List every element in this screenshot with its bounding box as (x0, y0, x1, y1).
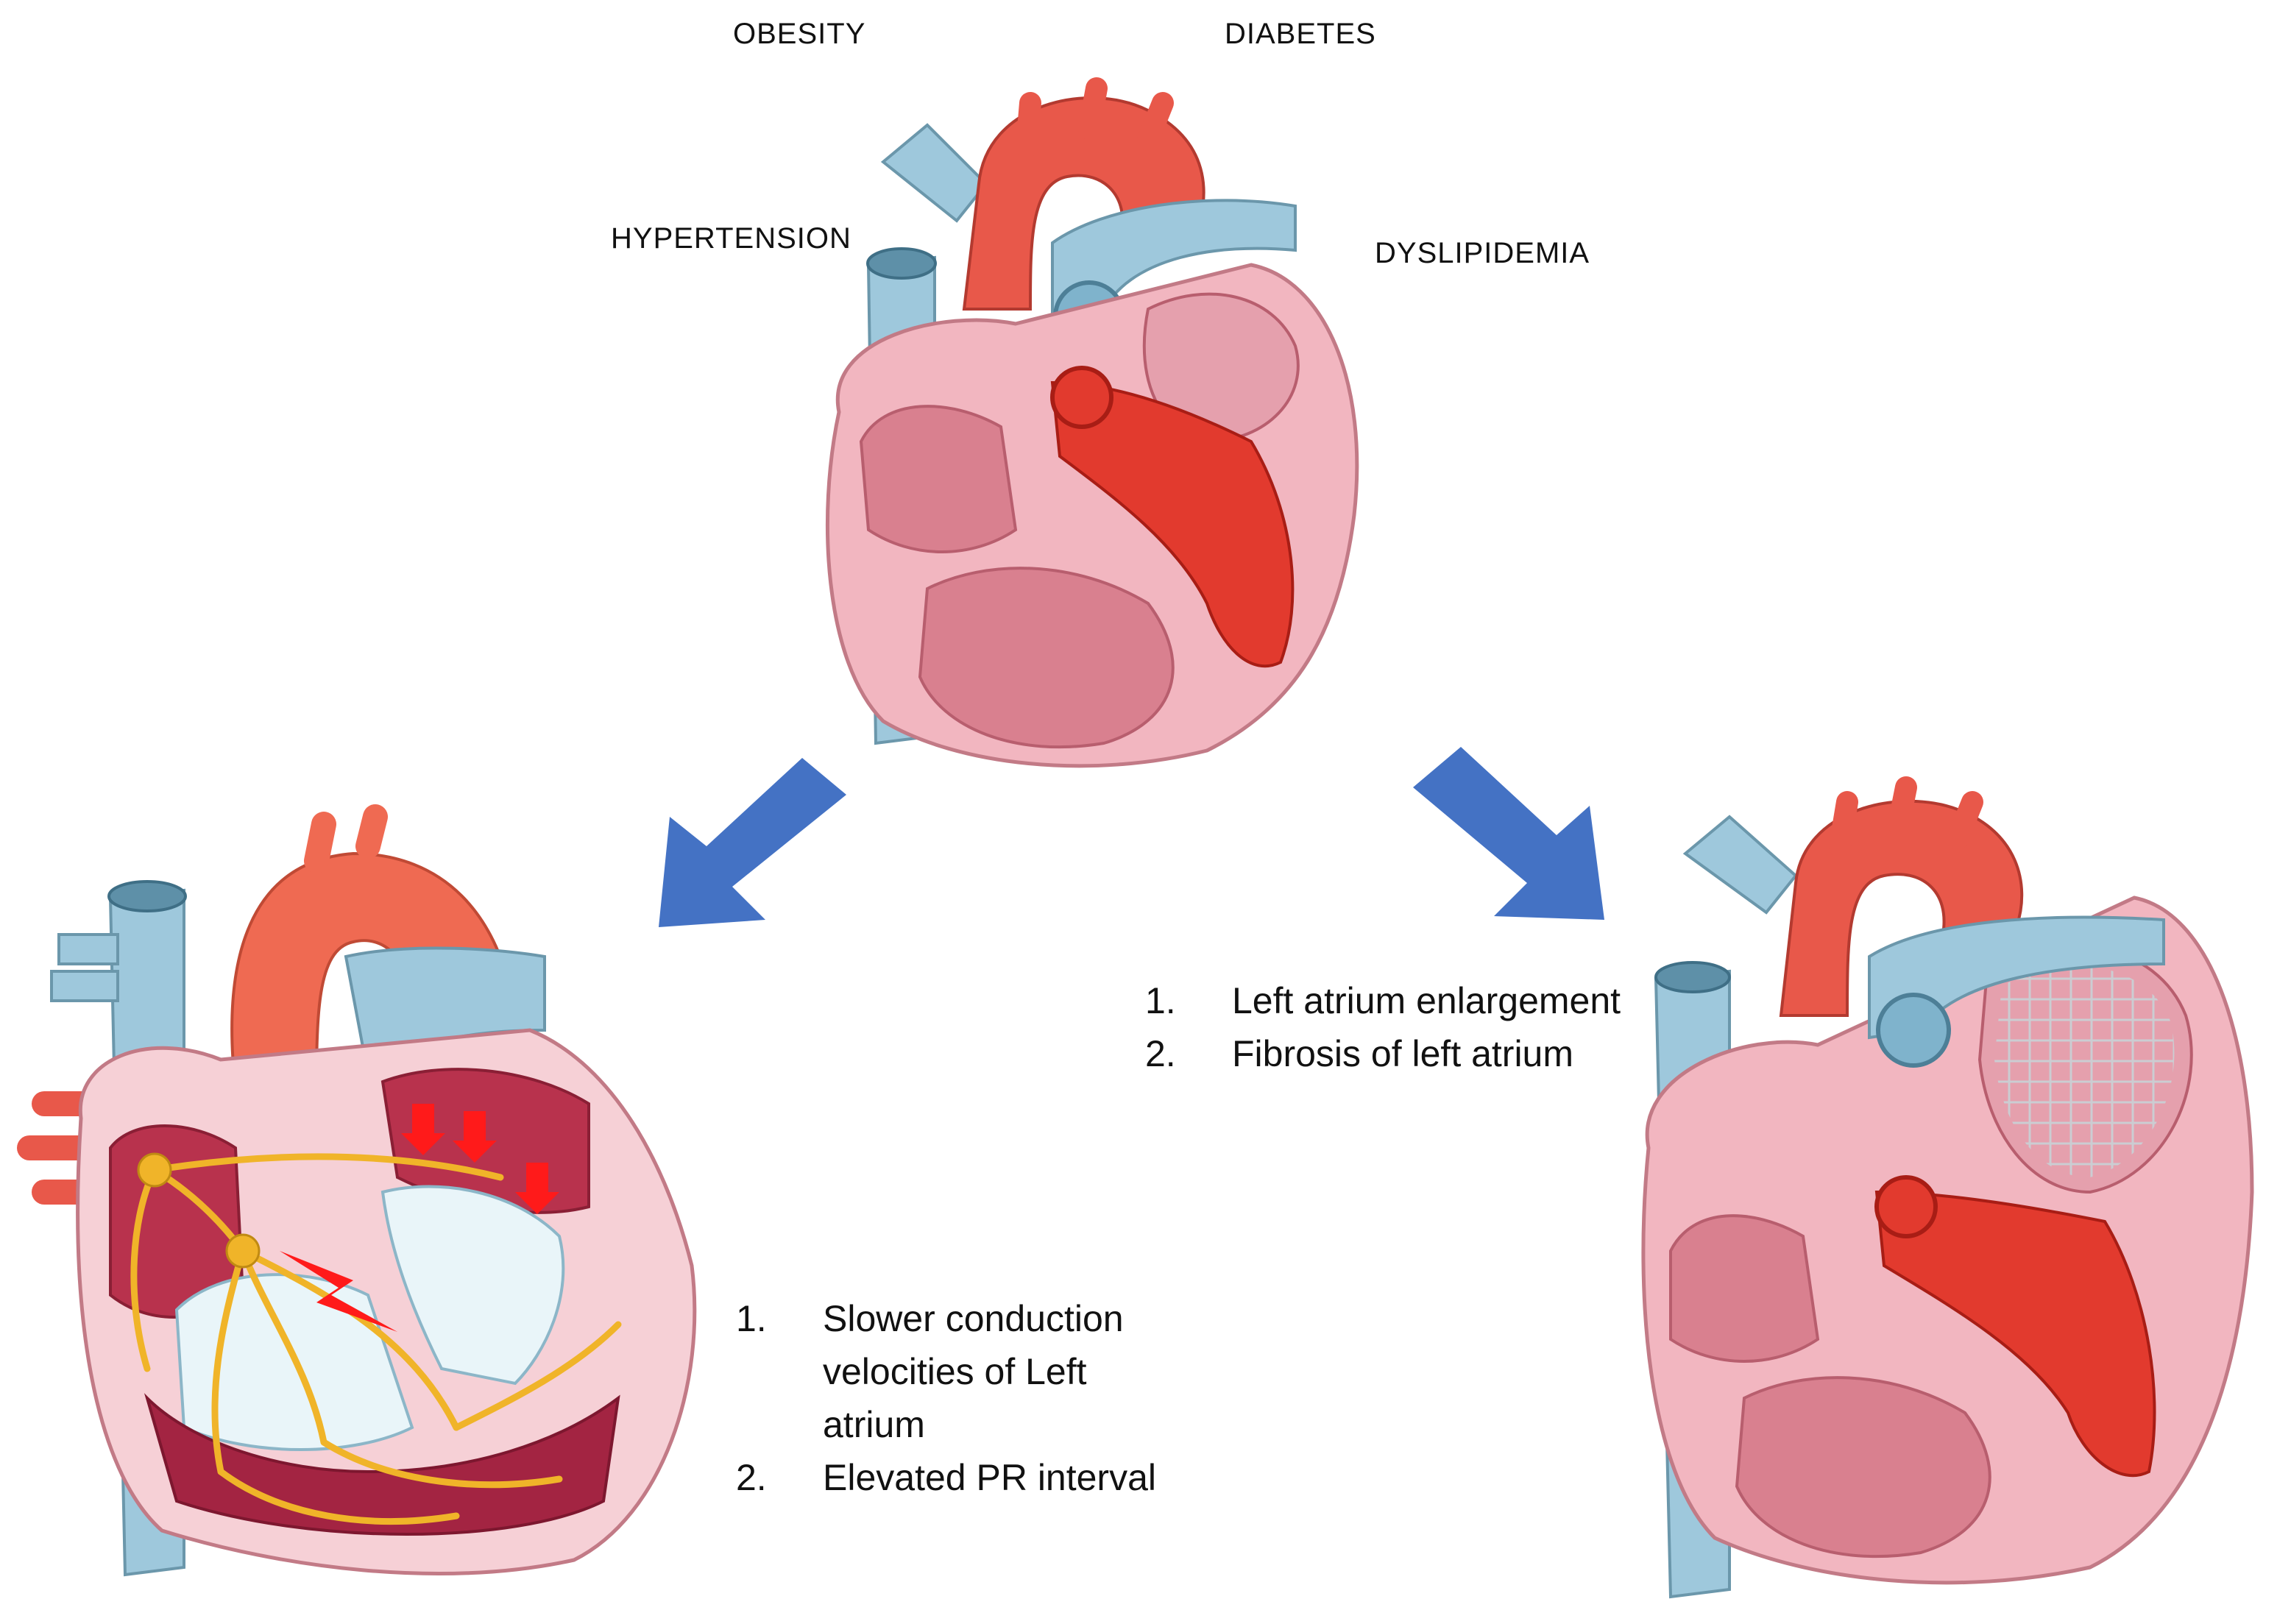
top-heart-illustration (825, 77, 1359, 768)
left-atrium-structural-changes-list: 1. Left atrium enlargement 2. Fibrosis o… (1145, 974, 1675, 1080)
left-heart-conduction-illustration (17, 804, 697, 1577)
list-item: 1. Slower conduction velocities of Left … (736, 1292, 1192, 1451)
arrow-to-right-heart (1413, 747, 1604, 920)
list-item-number: 2. (1145, 1033, 1176, 1074)
risk-factor-obesity: OBESITY (733, 18, 866, 50)
risk-factor-diabetes: DIABETES (1225, 18, 1376, 50)
right-heart-fibrosis-illustration (1641, 776, 2254, 1599)
list-item-text: Elevated PR interval (823, 1457, 1157, 1498)
list-item: 1. Left atrium enlargement (1145, 974, 1675, 1027)
list-item: 2. Elevated PR interval (736, 1451, 1192, 1504)
arrow-to-left-heart (659, 758, 846, 927)
list-item-number: 2. (736, 1457, 767, 1498)
risk-factor-dyslipidemia: DYSLIPIDEMIA (1375, 237, 1590, 269)
risk-factor-hypertension: HYPERTENSION (611, 222, 851, 255)
list-item-text: Slower conduction velocities of Left atr… (823, 1298, 1124, 1445)
list-item-number: 1. (1145, 980, 1176, 1021)
list-item-text: Left atrium enlargement (1232, 980, 1621, 1021)
list-item-text: Fibrosis of left atrium (1232, 1033, 1574, 1074)
list-item: 2. Fibrosis of left atrium (1145, 1027, 1675, 1080)
conduction-changes-list: 1. Slower conduction velocities of Left … (736, 1292, 1192, 1504)
list-item-number: 1. (736, 1298, 767, 1339)
